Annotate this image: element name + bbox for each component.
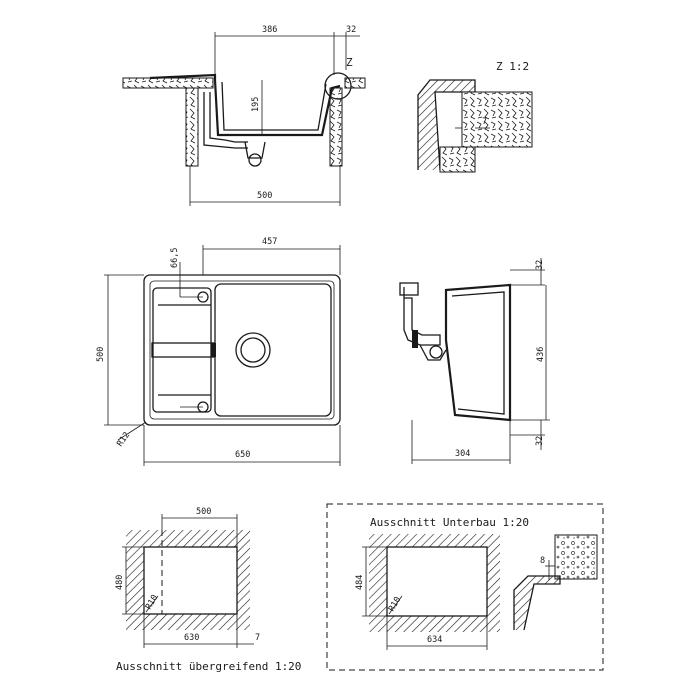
- dim-480: 480: [115, 575, 125, 590]
- cutout-undermount-opening: [386, 546, 488, 617]
- side-view: Z 386 32 195 500: [122, 25, 366, 206]
- dim-457: 457: [262, 237, 277, 247]
- sink-profile-inner: [221, 81, 327, 131]
- sink-section: [444, 283, 512, 422]
- cutout-overmount-hatch: [126, 530, 250, 630]
- dim-304: 304: [455, 449, 470, 459]
- countertop-left: [122, 77, 214, 89]
- dim-634: 634: [427, 635, 442, 645]
- dim-r12: R12: [115, 430, 132, 448]
- drain-trap: [244, 141, 266, 159]
- dim-484: 484: [355, 575, 365, 590]
- cutout-overmount-caption: Ausschnitt übergreifend 1:20: [116, 660, 301, 673]
- drain-pipe-outer: [203, 92, 248, 149]
- cutout-overmount: 500 480 R10 630 7 Ausschnitt übergreifen…: [115, 507, 301, 673]
- dim-66-5: 66,5: [170, 248, 180, 268]
- cutout-overmount-opening: [143, 546, 238, 615]
- dim-7-detail: 7: [482, 117, 487, 127]
- dim-7-cutout: 7: [255, 633, 260, 643]
- drain-inner: [240, 337, 266, 363]
- drain-pipe: [209, 92, 248, 143]
- dim-630: 630: [184, 633, 199, 643]
- dim-500-cutout: 500: [196, 507, 211, 517]
- detail-z-circle: [324, 72, 352, 100]
- undermount-title: Ausschnitt Unterbau 1:20: [370, 516, 529, 529]
- undermount-frame: [326, 503, 604, 671]
- drain-outer: [235, 332, 271, 368]
- dim-32-section-top: 32: [535, 260, 545, 270]
- dim-8: 8: [540, 556, 545, 566]
- cutout-undermount-hatch: [369, 534, 500, 632]
- dim-436: 436: [536, 347, 546, 362]
- top-view: 457 66,5 500 R12 650: [96, 237, 341, 466]
- drainboard-ridge: [151, 342, 215, 358]
- dim-500-top: 500: [96, 347, 106, 362]
- cabinet-wall-right: [329, 87, 343, 167]
- sink-bowl: [214, 283, 332, 417]
- dim-195: 195: [251, 97, 261, 112]
- section-view: 32 436 32 304: [399, 258, 550, 464]
- drain-trap-bottom: [248, 153, 262, 167]
- detail-z-marker: Z: [346, 56, 353, 69]
- drainboard: [152, 287, 212, 413]
- dim-500-side: 500: [257, 191, 272, 201]
- section-pipe: [403, 287, 441, 346]
- dim-32-section-bottom: 32: [535, 436, 545, 446]
- detail-z-view: Z 1:2 7: [417, 60, 533, 173]
- sink-outline: [143, 274, 341, 426]
- dim-386: 386: [262, 25, 277, 35]
- detail-z-countertop: [461, 91, 533, 148]
- dim-32-top: 32: [346, 25, 356, 35]
- undermount-countertop: [554, 534, 598, 580]
- countertop-right: [344, 77, 366, 89]
- cutout-undermount: Ausschnitt Unterbau 1:20 484 R10 634 8: [326, 503, 604, 671]
- dim-650: 650: [235, 450, 250, 460]
- undermount-sink-wall: [514, 576, 560, 630]
- detail-z-cabinet: [439, 146, 476, 173]
- detail-z-title: Z 1:2: [496, 60, 529, 73]
- detail-z-sink-wall: [418, 80, 475, 170]
- cabinet-wall-left: [185, 87, 199, 167]
